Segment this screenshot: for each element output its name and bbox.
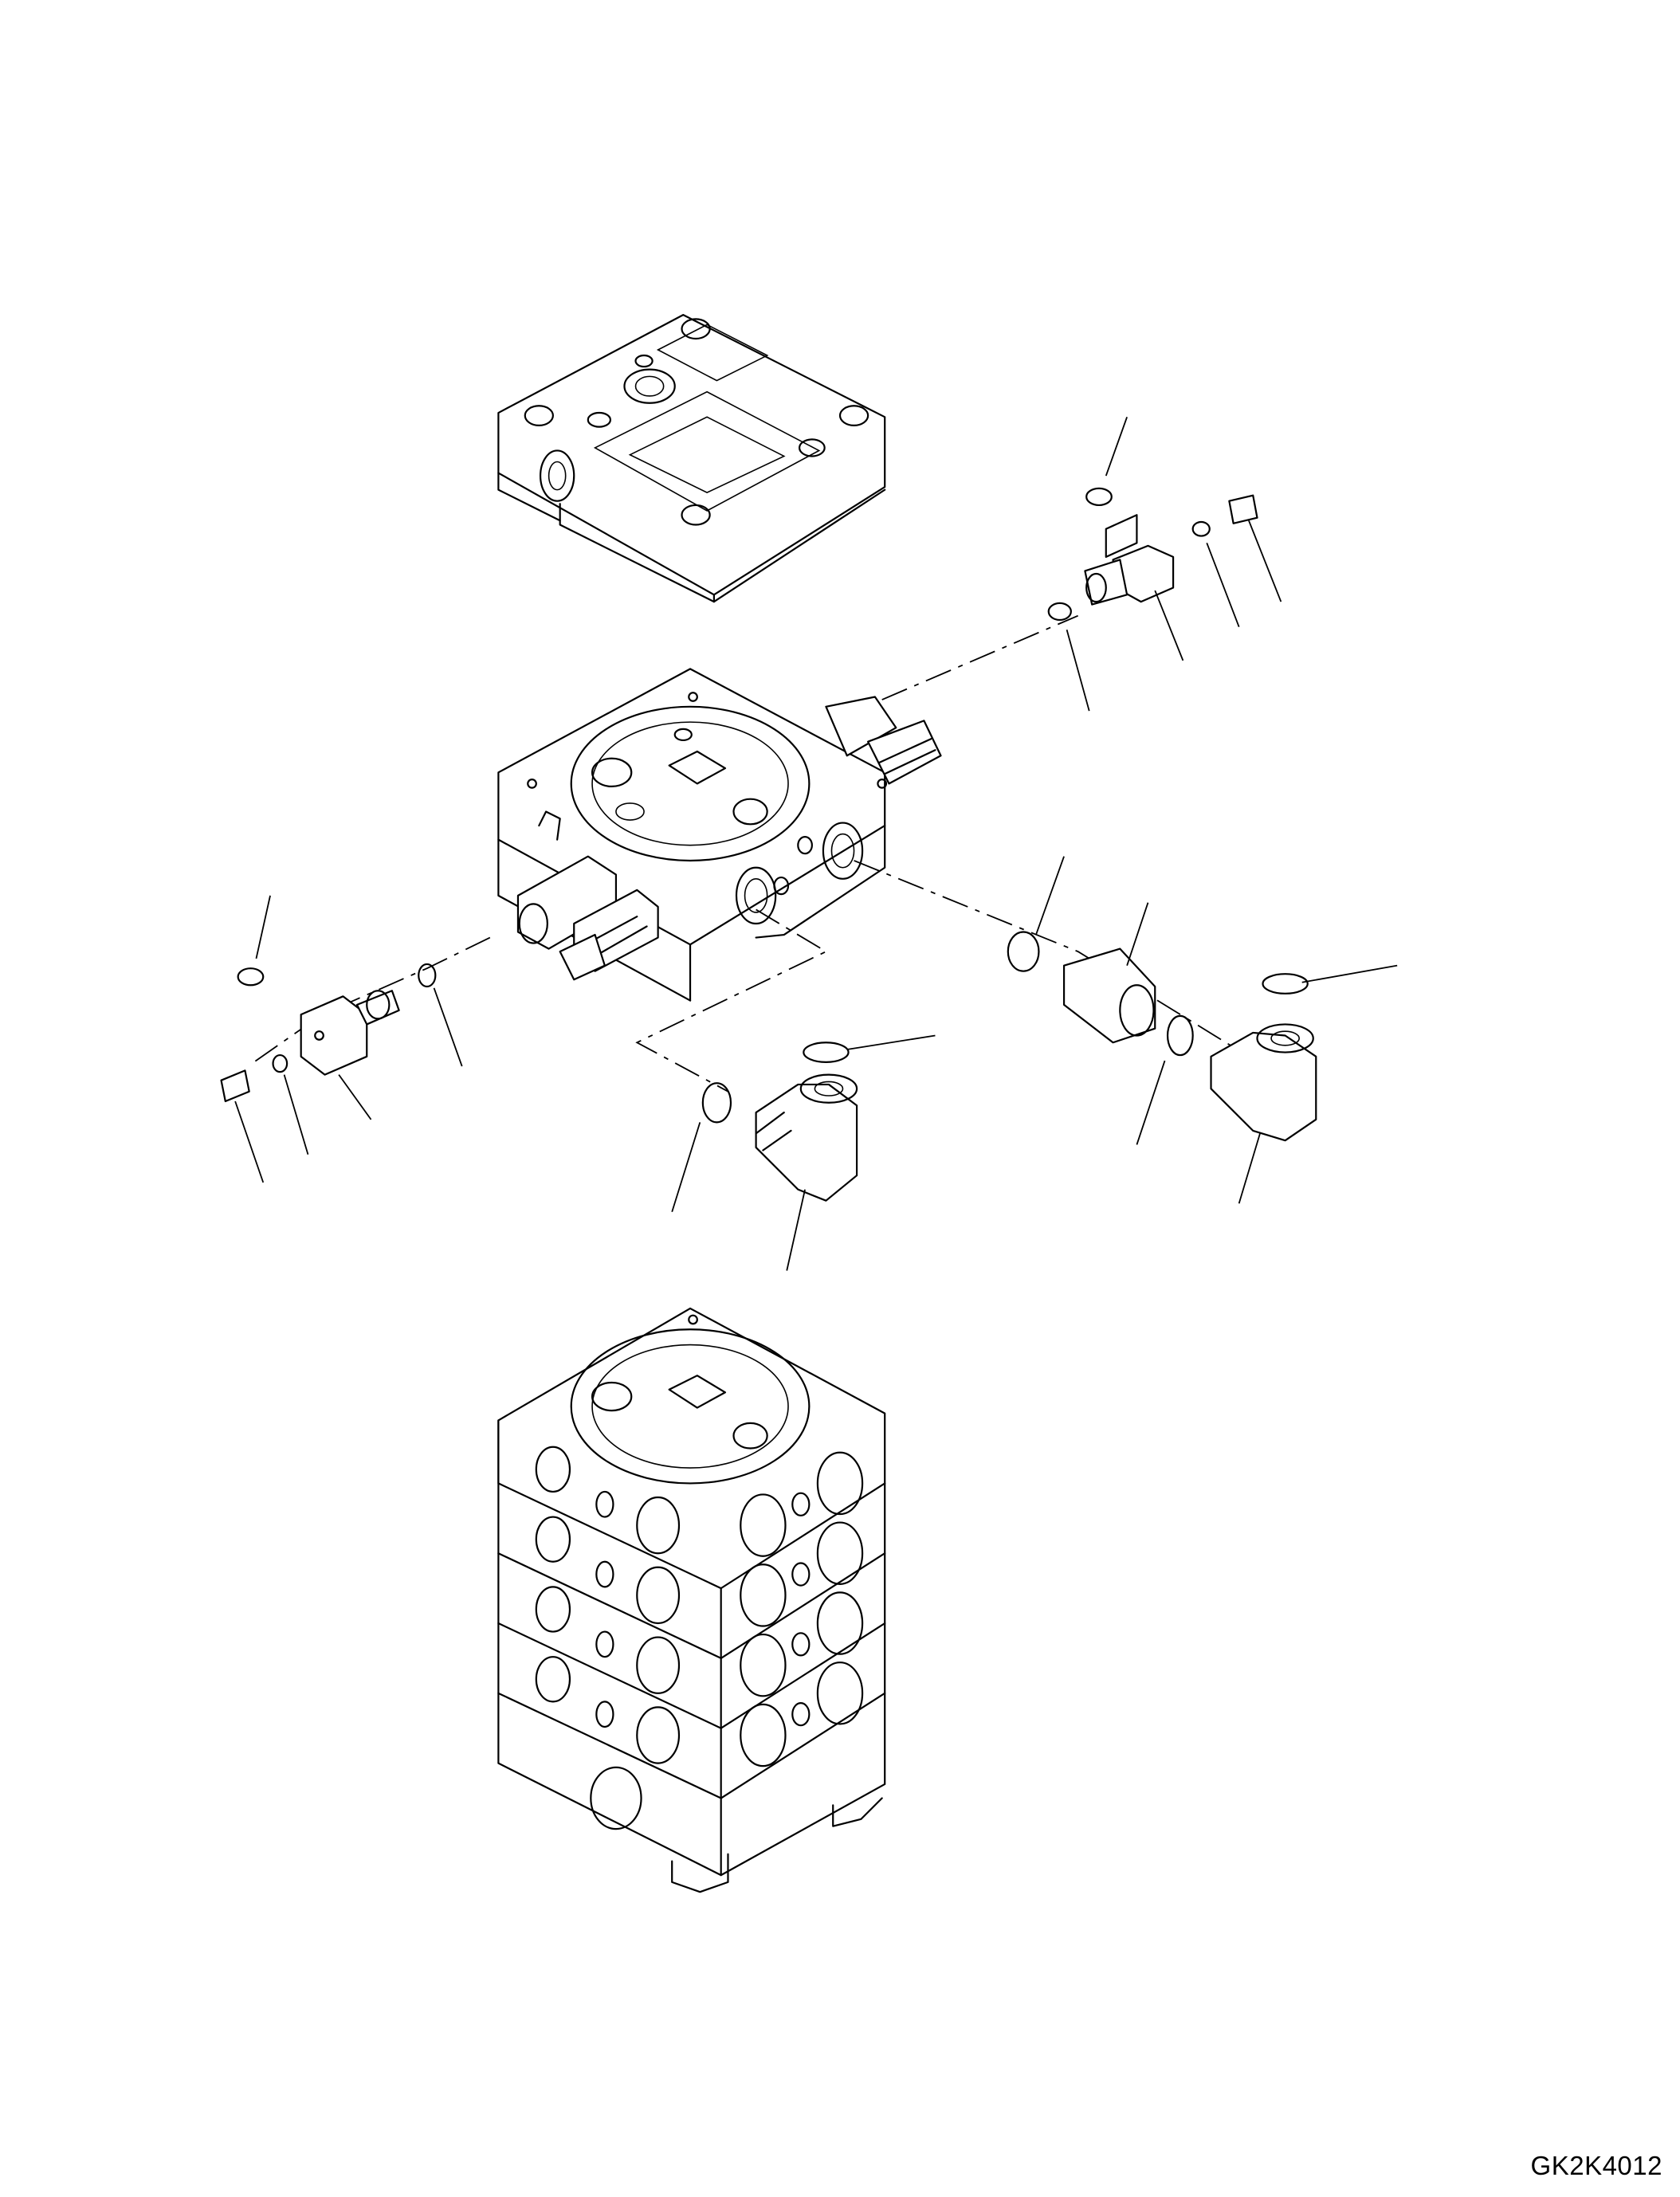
valve-section-block — [498, 669, 940, 1000]
callout-leader-lines — [235, 417, 1397, 1270]
relief-valve-left — [222, 964, 436, 1101]
adapter-fitting-right — [1008, 932, 1193, 1056]
valve-stack-assembly — [498, 1308, 885, 1892]
drawing-code-label: GK2K4012 — [1530, 2151, 1662, 2180]
valve-cover-plate — [498, 315, 885, 602]
elbow-fitting-center — [703, 1042, 857, 1200]
elbow-fitting-right — [1211, 974, 1317, 1140]
relief-valve-top-right — [1049, 488, 1258, 620]
assembly-center-lines — [252, 616, 1260, 1092]
